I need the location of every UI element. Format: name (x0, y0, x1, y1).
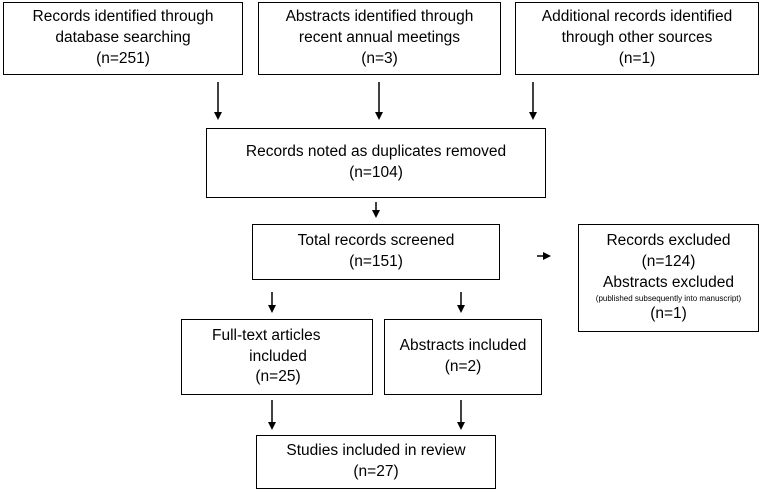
box-line: Records noted as duplicates removed (245, 143, 507, 161)
box-line: Records identified through (32, 8, 214, 26)
box-database-searching: Records identified through database sear… (3, 2, 243, 75)
box-line: (n=1) (650, 304, 687, 322)
box-line: included (249, 347, 307, 365)
box-line: (n=27) (353, 463, 399, 480)
box-line: Studies included in review (286, 442, 466, 460)
box-note: (published subsequently into manuscript) (595, 294, 742, 304)
box-line: database searching (55, 29, 191, 47)
box-records-excluded: Records excluded (n=124) Abstracts exclu… (578, 224, 759, 332)
box-fulltext-included: Full-text articles included (n=25) (181, 319, 373, 395)
box-line: (n=1) (618, 49, 656, 67)
box-records-screened: Total records screened (n=151) (252, 224, 500, 280)
box-line: (n=3) (361, 49, 398, 67)
box-line: (n=104) (349, 164, 403, 181)
box-line: (n=25) (255, 368, 301, 386)
box-line: Full-text articles (212, 326, 321, 344)
box-line: (n=2) (444, 358, 482, 375)
box-line: Records excluded (606, 232, 731, 250)
box-annual-meetings: Abstracts identified through recent annu… (258, 2, 501, 75)
box-line: Total records screened (297, 232, 455, 250)
box-line: (n=151) (349, 253, 403, 270)
box-line: Additional records identified (541, 8, 733, 26)
box-line: (n=251) (96, 49, 150, 67)
box-line: Abstracts excluded (603, 274, 734, 292)
box-line: Abstracts identified through (285, 8, 474, 26)
box-line: (n=124) (641, 253, 696, 271)
box-duplicates-removed: Records noted as duplicates removed (n=1… (206, 128, 546, 198)
box-line: recent annual meetings (298, 29, 461, 47)
box-line: through other sources (561, 29, 713, 47)
box-studies-in-review: Studies included in review (n=27) (256, 435, 496, 489)
box-line: Abstracts included (399, 337, 527, 355)
box-other-sources: Additional records identified through ot… (515, 2, 759, 75)
box-abstracts-included: Abstracts included (n=2) (384, 319, 542, 395)
